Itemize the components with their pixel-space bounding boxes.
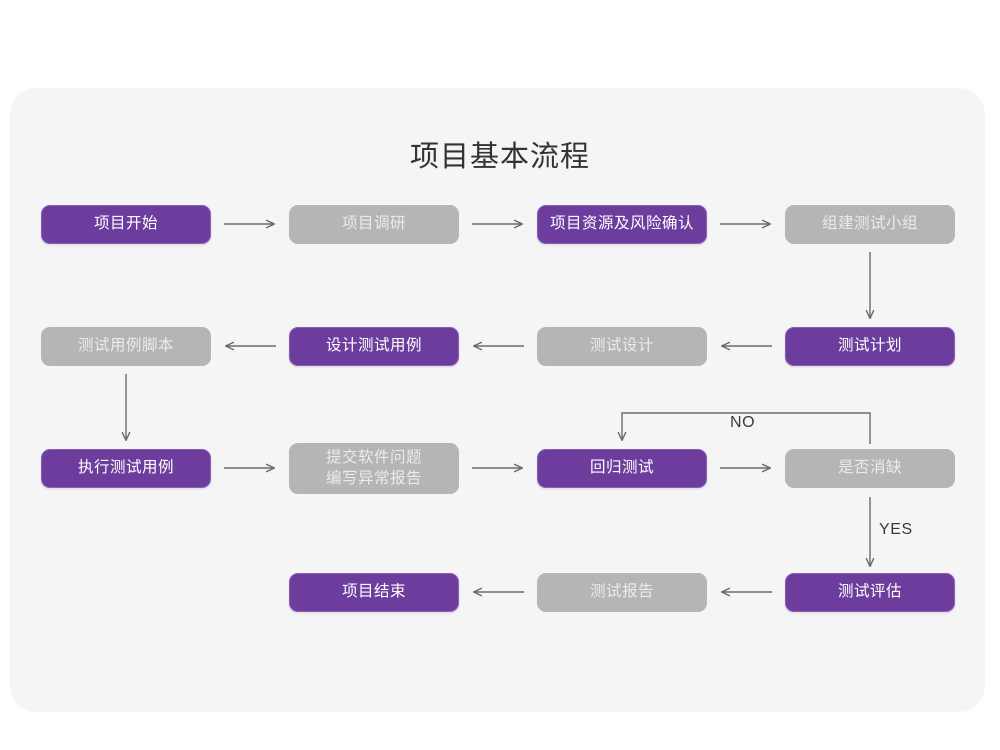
node-submit-defect-report-line1: 提交软件问题	[325, 448, 422, 466]
flowchart-card	[10, 88, 985, 712]
node-execute-test-case[interactable]: 执行测试用例	[41, 449, 211, 488]
node-project-end[interactable]: 项目结束	[289, 573, 459, 612]
node-form-test-team[interactable]: 组建测试小组	[785, 205, 955, 244]
edge-label-yes: YES	[879, 521, 913, 538]
node-design-test-case[interactable]: 设计测试用例	[289, 327, 459, 366]
node-test-design[interactable]: 测试设计	[537, 327, 707, 366]
page-title: 项目基本流程	[409, 141, 590, 173]
node-test-report[interactable]: 测试报告	[537, 573, 707, 612]
node-test-evaluation[interactable]: 测试评估	[785, 573, 955, 612]
node-defect-cleared[interactable]: 是否消缺	[785, 449, 955, 488]
node-project-research[interactable]: 项目调研	[289, 205, 459, 244]
node-submit-defect-report[interactable]: 提交软件问题 编写异常报告	[289, 443, 459, 494]
node-submit-defect-report-line2: 编写异常报告	[325, 469, 422, 487]
node-regression-test[interactable]: 回归测试	[537, 449, 707, 488]
node-resource-risk-confirm[interactable]: 项目资源及风险确认	[537, 205, 707, 244]
node-test-case-script[interactable]: 测试用例脚本	[41, 327, 211, 366]
node-test-plan[interactable]: 测试计划	[785, 327, 955, 366]
edge-label-no: NO	[730, 414, 756, 431]
node-project-start[interactable]: 项目开始	[41, 205, 211, 244]
